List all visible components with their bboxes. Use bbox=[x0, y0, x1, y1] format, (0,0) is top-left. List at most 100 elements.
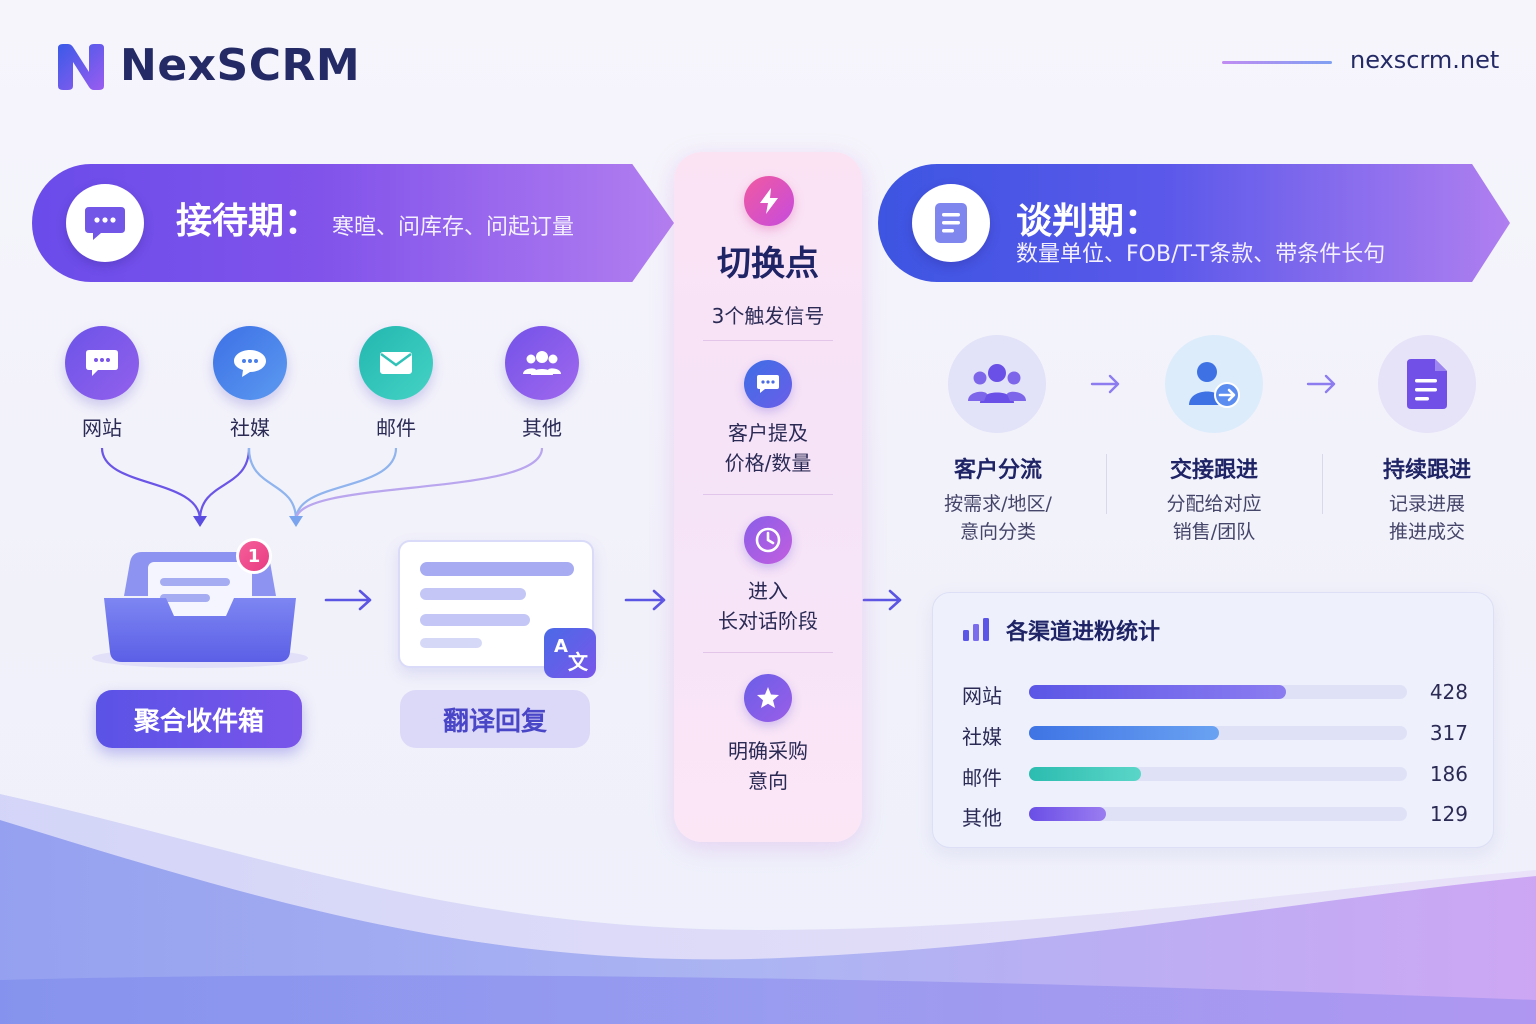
chat-dots-icon bbox=[234, 350, 266, 377]
translate-icon-a: A bbox=[554, 636, 568, 657]
channel-email-label: 邮件 bbox=[376, 416, 416, 440]
decorative-waves bbox=[0, 794, 1536, 1024]
chat-bubble-icon bbox=[85, 207, 125, 240]
divider bbox=[703, 494, 833, 495]
bar-chart-icon bbox=[963, 618, 989, 641]
stat-label-other: 其他 bbox=[962, 806, 1002, 830]
stat-label-email: 邮件 bbox=[962, 766, 1002, 790]
stat-track bbox=[1029, 807, 1407, 821]
banner-right-title: 谈判期： bbox=[1016, 201, 1161, 242]
brand-url[interactable]: nexscrm.net bbox=[1350, 46, 1500, 74]
chat-icon bbox=[757, 375, 779, 393]
signal-purchase-intent-label-1: 明确采购 bbox=[728, 739, 808, 763]
signal-long-conversation-label-1: 进入 bbox=[748, 579, 788, 603]
signal-long-conversation-label-2: 长对话阶段 bbox=[718, 609, 818, 633]
connector-social bbox=[198, 447, 251, 521]
stat-track bbox=[1029, 726, 1407, 740]
channel-website-label: 网站 bbox=[82, 416, 122, 440]
channel-website-icon-circle[interactable] bbox=[65, 326, 139, 400]
clock-icon bbox=[755, 527, 781, 553]
inbox-badge: 1 bbox=[236, 538, 272, 574]
flow-triage-icon-circle bbox=[948, 335, 1046, 433]
text-line bbox=[420, 614, 530, 626]
translate-reply-button[interactable]: 翻译回复 bbox=[400, 690, 590, 748]
switch-point-title: 切换点 bbox=[717, 244, 819, 284]
flow-followup-desc-2: 推进成交 bbox=[1388, 521, 1465, 543]
connector-email bbox=[294, 447, 398, 521]
stat-track bbox=[1029, 767, 1407, 781]
stats-title: 各渠道进粉统计 bbox=[1006, 620, 1161, 645]
arrow-flow-2 bbox=[1306, 374, 1336, 394]
connector-social-b bbox=[247, 447, 298, 521]
aggregated-inbox-button[interactable]: 聚合收件箱 bbox=[96, 690, 302, 748]
channel-other-icon-circle[interactable] bbox=[505, 326, 579, 400]
arrow-inbox-to-translate bbox=[324, 589, 372, 611]
stat-value-website: 428 bbox=[1429, 680, 1468, 704]
signal-purchase-intent-label-2: 意向 bbox=[748, 769, 788, 793]
stat-label-social: 社媒 bbox=[962, 725, 1002, 749]
switch-point-subtitle: 3个触发信号 bbox=[711, 304, 825, 328]
divider bbox=[703, 340, 833, 341]
stat-bar-email bbox=[1029, 767, 1141, 781]
connector-website bbox=[100, 447, 202, 521]
flow-followup-desc-1: 记录进展 bbox=[1388, 493, 1465, 515]
connector-other bbox=[294, 447, 544, 521]
arrowhead-inbox bbox=[193, 516, 207, 527]
channel-email-icon-circle[interactable] bbox=[359, 326, 433, 400]
flow-separator bbox=[1322, 454, 1323, 514]
banner-left-title: 接待期： bbox=[176, 201, 321, 242]
flow-followup-icon-circle bbox=[1378, 335, 1476, 433]
banner-right-icon-circle bbox=[912, 184, 990, 262]
flow-followup-title: 持续跟进 bbox=[1382, 458, 1471, 483]
stat-value-email: 186 bbox=[1429, 762, 1468, 786]
flow-handoff-title: 交接跟进 bbox=[1169, 458, 1258, 483]
channel-social-label: 社媒 bbox=[230, 416, 270, 440]
stat-bar-website bbox=[1029, 685, 1286, 699]
document-icon bbox=[1407, 359, 1447, 409]
text-line bbox=[420, 638, 482, 648]
arrow-translate-to-switch bbox=[624, 589, 666, 611]
stat-bar-social bbox=[1029, 726, 1220, 740]
flow-triage-title: 客户分流 bbox=[953, 458, 1042, 483]
brand-logo-icon bbox=[58, 44, 104, 90]
aggregated-inbox-icon bbox=[92, 552, 308, 668]
flow-handoff-desc-2: 销售/团队 bbox=[1172, 521, 1256, 543]
switch-point-panel bbox=[674, 152, 862, 842]
text-line bbox=[420, 588, 526, 600]
star-icon bbox=[757, 687, 779, 708]
stat-bar-other bbox=[1029, 807, 1107, 821]
url-divider bbox=[1222, 61, 1332, 64]
chat-icon bbox=[86, 350, 118, 376]
flow-handoff-desc-1: 分配给对应 bbox=[1166, 493, 1262, 515]
stat-value-other: 129 bbox=[1429, 802, 1468, 826]
flow-handoff-icon-circle bbox=[1165, 335, 1263, 433]
translate-icon-b: 文 bbox=[568, 650, 588, 674]
divider bbox=[703, 652, 833, 653]
signal-price-icon bbox=[744, 360, 792, 408]
mail-icon bbox=[380, 352, 412, 374]
flow-separator bbox=[1106, 454, 1107, 514]
channel-stats-card bbox=[932, 592, 1494, 848]
arrow-switch-to-flow bbox=[862, 589, 902, 611]
banner-right-subtitle: 数量单位、FOB/T-T条款、带条件长句 bbox=[1016, 242, 1386, 267]
signal-purchase-intent-icon bbox=[744, 674, 792, 722]
lightning-icon bbox=[744, 176, 794, 226]
banner-left-subtitle: 寒暄、问库存、问起订量 bbox=[332, 215, 575, 240]
stat-value-social: 317 bbox=[1429, 721, 1468, 745]
channel-social-icon-circle[interactable] bbox=[213, 326, 287, 400]
users-icon bbox=[523, 351, 561, 375]
user-transfer-icon bbox=[1189, 362, 1240, 408]
users-icon bbox=[968, 364, 1026, 403]
arrowhead-inbox-b bbox=[289, 516, 303, 527]
flow-triage-desc-1: 按需求/地区/ bbox=[944, 493, 1052, 515]
arrow-flow-1 bbox=[1090, 374, 1120, 394]
text-line bbox=[420, 562, 574, 576]
channel-other-label: 其他 bbox=[522, 416, 562, 440]
flow-triage-desc-2: 意向分类 bbox=[959, 521, 1036, 543]
document-icon bbox=[935, 203, 967, 243]
signal-price-label-1: 客户提及 bbox=[728, 421, 808, 445]
banner-left-icon-circle bbox=[66, 184, 144, 262]
signal-price-label-2: 价格/数量 bbox=[724, 451, 812, 475]
signal-long-conversation-icon bbox=[744, 516, 792, 564]
